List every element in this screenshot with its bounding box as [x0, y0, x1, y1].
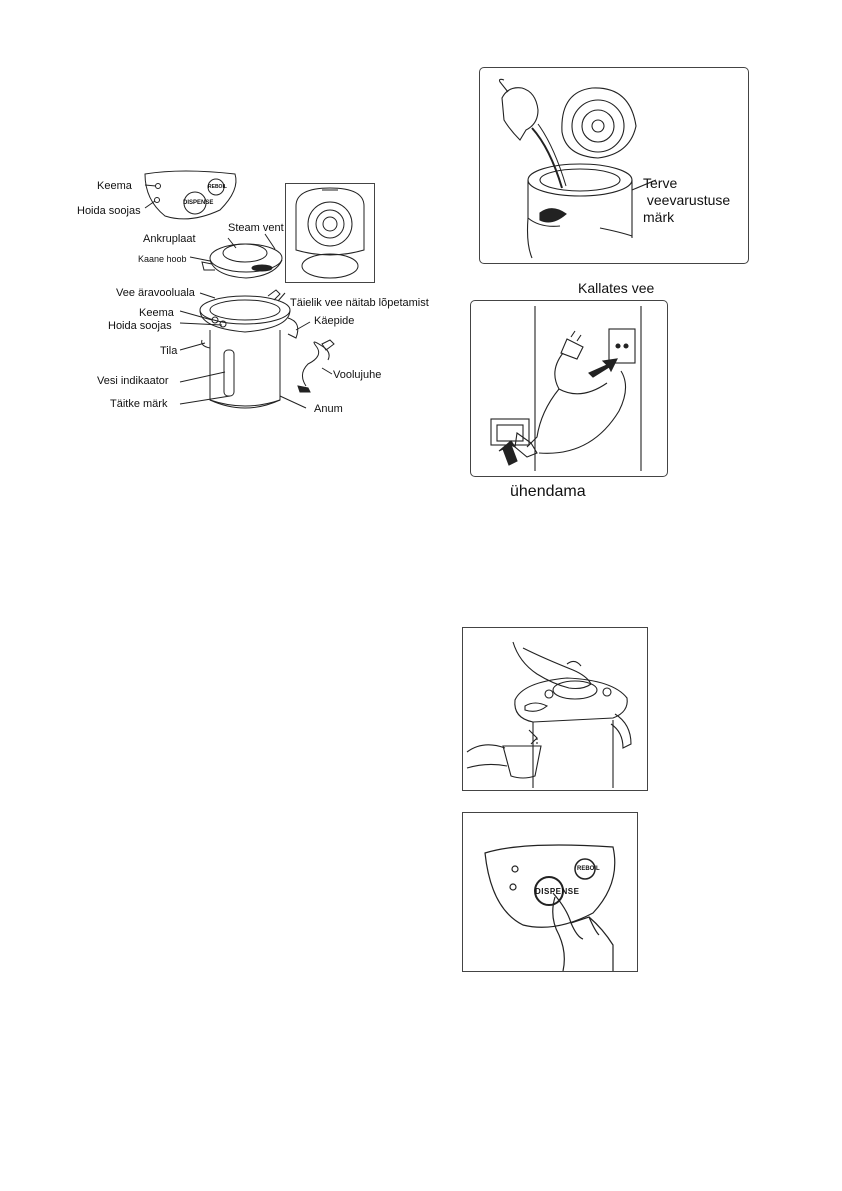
label-taitke-mark: Täitke märk — [110, 398, 168, 410]
label-tila: Tila — [160, 345, 178, 357]
label-kaane-hoob: Kaane hoob — [138, 254, 187, 264]
press-button-figure — [462, 812, 638, 972]
label-taielik-vee: Täielik vee näitab lõpetamist — [290, 297, 429, 309]
connect-plug-figure — [470, 300, 668, 477]
label-keema-body: Keema — [139, 307, 174, 319]
connect-plug-drawing — [490, 306, 642, 471]
label-anum: Anum — [314, 403, 343, 415]
connect-caption: ühendama — [510, 483, 586, 500]
label-ankruplaat: Ankruplaat — [143, 233, 196, 245]
label-voolujuhe: Voolujuhe — [333, 369, 382, 381]
pour-water-figure — [479, 67, 749, 264]
pour-water-caption: Kallates vee — [578, 280, 655, 296]
pour-water-drawing — [498, 78, 657, 259]
label-kaepide: Käepide — [314, 315, 355, 327]
label-hoida-soojas-body: Hoida soojas — [108, 320, 172, 332]
label-vesi-indikaator: Vesi indikaator — [97, 375, 169, 387]
label-hoida-soojas-top: Hoida soojas — [77, 205, 141, 217]
reboil-button-label: REBOIL — [208, 184, 227, 190]
press-dispense-text: DISPENSE — [535, 887, 580, 896]
full-water-mark-label: Terve veevarustuse märk — [643, 175, 731, 225]
label-vee-aravooluala: Vee äravooluala — [116, 287, 195, 299]
dispense-figure — [462, 627, 648, 791]
label-steam-vent: Steam vent — [228, 222, 284, 234]
diagram-drawing — [144, 170, 335, 409]
lid-inset — [285, 183, 375, 283]
exploded-diagram — [70, 160, 470, 420]
press-button-drawing — [484, 844, 616, 971]
label-keema-top: Keema — [97, 180, 132, 192]
lid-inset-drawing — [295, 187, 365, 279]
dispense-drawing — [466, 641, 632, 788]
press-reboil-text: REBOIL — [577, 866, 600, 872]
dispense-button-label: DISPENSE — [183, 200, 214, 206]
